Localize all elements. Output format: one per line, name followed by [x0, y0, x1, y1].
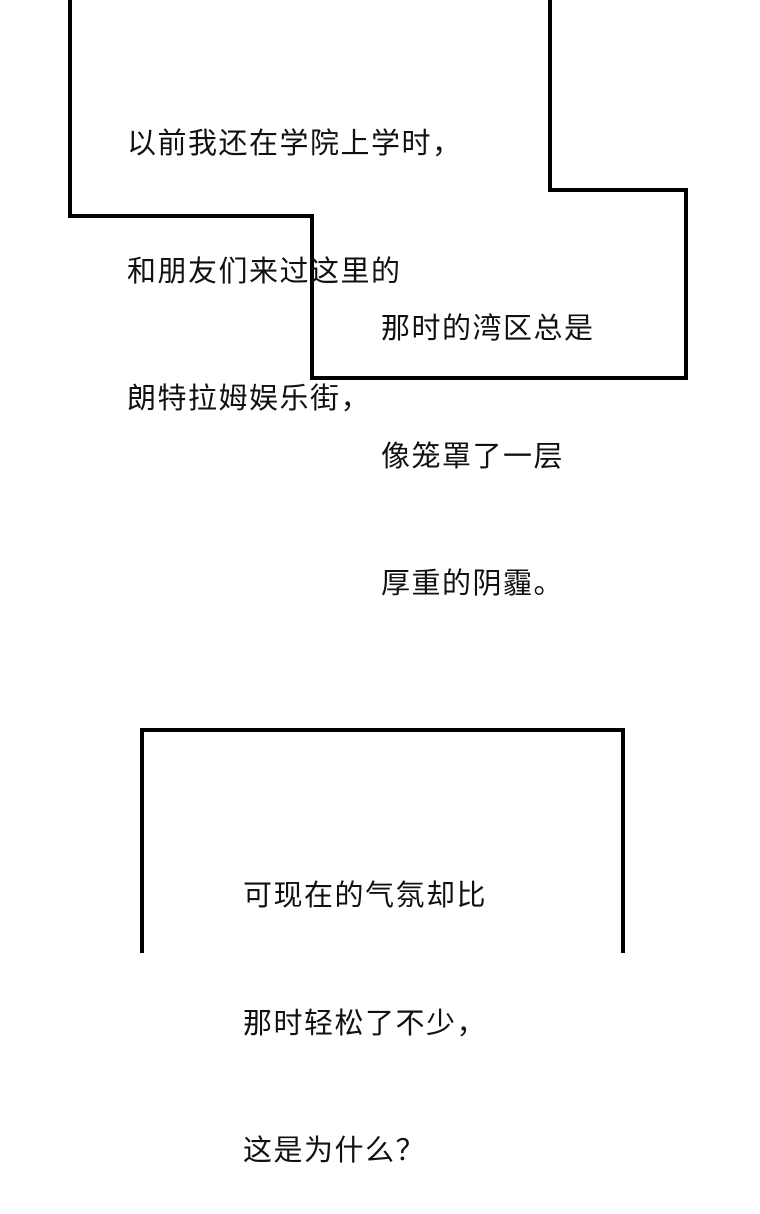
caption-line: 那时轻松了不少，: [243, 1005, 488, 1040]
caption-line: 厚重的阴霾。: [381, 566, 565, 600]
caption-text-3: 可现在的气氛却比 那时轻松了不少， 这是为什么？: [243, 789, 487, 1214]
caption-box-merged-outline: [68, 0, 688, 380]
caption-line: 这是为什么？: [243, 1133, 427, 1167]
caption-line: 朗特拉姆娱乐街，: [127, 381, 372, 415]
caption-text-1: 以前我还在学院上学时， 和朋友们来过这里的 朗特拉姆娱乐街，: [127, 37, 463, 462]
caption-box-frames: [68, 0, 688, 953]
caption-line: 那时的湾区总是: [381, 311, 595, 345]
caption-line: 像笼罩了一层: [381, 438, 565, 473]
caption-text-2: 那时的湾区总是 像笼罩了一层 厚重的阴霾。: [381, 222, 595, 647]
caption-line: 可现在的气氛却比: [243, 878, 488, 912]
caption-line: 以前我还在学院上学时，: [127, 126, 463, 160]
caption-line: 和朋友们来过这里的: [127, 253, 402, 288]
caption-box-bottom-outline: [140, 728, 625, 953]
